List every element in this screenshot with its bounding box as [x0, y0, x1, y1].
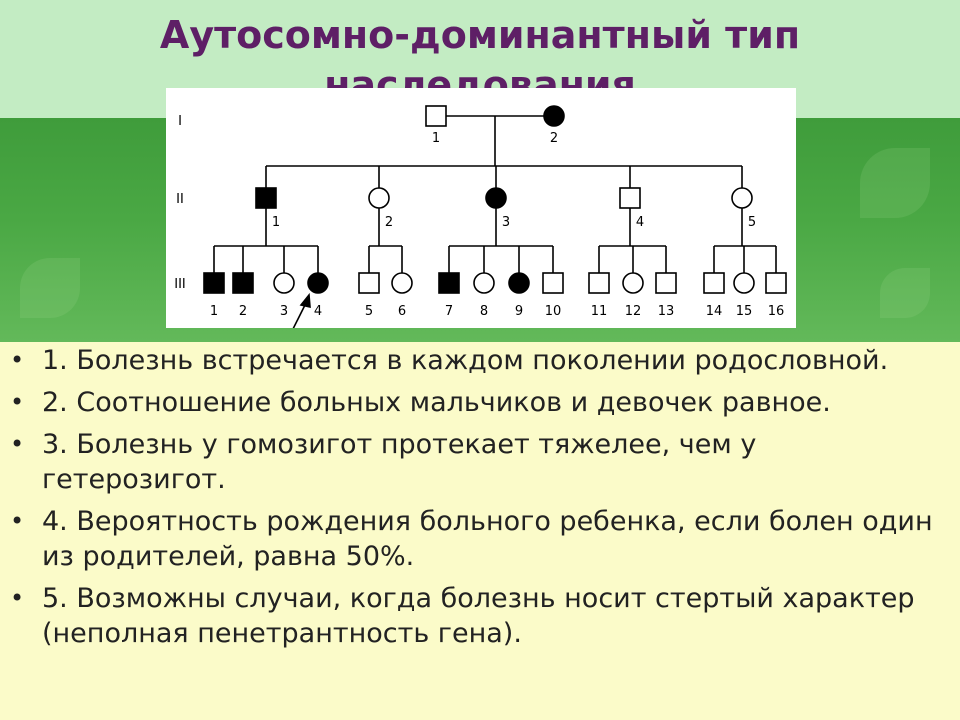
leaf-decor [20, 258, 80, 318]
pedigree-symbol-female-unaffected [731, 187, 753, 209]
pedigree-number: 15 [736, 304, 753, 319]
pedigree-symbol-male-affected [255, 187, 277, 209]
bullet-dot: • [10, 388, 25, 416]
bullet-dot: • [10, 430, 25, 458]
bullet-dot: • [10, 346, 25, 374]
pedigree-symbol-male-unaffected [542, 272, 564, 294]
pedigree-number: 11 [591, 304, 608, 319]
pedigree-number: 2 [385, 215, 393, 230]
bullet-item: • 5. Возможны случаи, когда болезнь носит… [0, 581, 960, 651]
pedigree-number: 10 [545, 304, 562, 319]
pedigree-symbol-male-affected [438, 272, 460, 294]
pedigree-number: 8 [480, 304, 488, 319]
pedigree-symbol-male-unaffected [765, 272, 787, 294]
bullet-text: 3. Болезнь у гомозигот протекает тяжелее… [42, 429, 757, 495]
leaf-decor [880, 268, 930, 318]
generation-label: II [176, 192, 184, 207]
generation-label: III [174, 277, 186, 292]
body-band [0, 342, 960, 720]
pedigree-symbol-male-unaffected [588, 272, 610, 294]
leaf-decor [860, 148, 930, 218]
pedigree-symbol-male-unaffected [655, 272, 677, 294]
pedigree-symbol-male-unaffected [619, 187, 641, 209]
pedigree-symbol-male-unaffected [425, 105, 447, 127]
pedigree-number: 2 [550, 131, 558, 146]
pedigree-symbol-female-affected [508, 272, 530, 294]
bullet-item: • 3. Болезнь у гомозигот протекает тяжеле… [0, 427, 960, 497]
pedigree-number: 6 [398, 304, 406, 319]
proband-arrow-head [299, 292, 311, 309]
pedigree-symbol-female-unaffected [391, 272, 413, 294]
bullet-item: • 2. Соотношение больных мальчиков и дево… [0, 385, 960, 420]
pedigree-symbol-female-affected [485, 187, 507, 209]
pedigree-symbol-female-unaffected [368, 187, 390, 209]
pedigree-symbol-female-affected [307, 272, 329, 294]
pedigree-symbol-male-affected [203, 272, 225, 294]
bullet-list: • 1. Болезнь встречается в каждом поколен… [0, 343, 960, 658]
bullet-text: 5. Возможны случаи, когда болезнь носит … [42, 583, 915, 649]
generation-label: I [178, 114, 182, 129]
pedigree-number: 16 [768, 304, 785, 319]
pedigree-symbol-female-unaffected [473, 272, 495, 294]
pedigree-number: 5 [365, 304, 373, 319]
bullet-text: 4. Вероятность рождения больного ребенка… [42, 506, 933, 572]
pedigree-number: 4 [636, 215, 644, 230]
pedigree-symbol-female-affected [543, 105, 565, 127]
bullet-text: 1. Болезнь встречается в каждом поколени… [42, 345, 889, 376]
pedigree-number: 1 [210, 304, 218, 319]
pedigree-number: 9 [515, 304, 523, 319]
bullet-item: • 4. Вероятность рождения больного ребенк… [0, 504, 960, 574]
pedigree-number: 7 [445, 304, 453, 319]
pedigree-number: 13 [658, 304, 675, 319]
bullet-item: • 1. Болезнь встречается в каждом поколен… [0, 343, 960, 378]
bullet-dot: • [10, 584, 25, 612]
pedigree-number: 12 [625, 304, 642, 319]
bullet-dot: • [10, 507, 25, 535]
pedigree-number: 5 [748, 215, 756, 230]
pedigree-number: 1 [272, 215, 280, 230]
pedigree-symbol-male-unaffected [358, 272, 380, 294]
pedigree-symbol-female-unaffected [622, 272, 644, 294]
pedigree-number: 3 [502, 215, 510, 230]
pedigree-number: 3 [280, 304, 288, 319]
bullet-text: 2. Соотношение больных мальчиков и девоч… [42, 387, 831, 418]
pedigree-symbol-male-unaffected [703, 272, 725, 294]
pedigree-symbol-male-affected [232, 272, 254, 294]
pedigree-symbol-female-unaffected [733, 272, 755, 294]
pedigree-number: 14 [706, 304, 723, 319]
pedigree-number: 1 [432, 131, 440, 146]
pedigree-number: 4 [314, 304, 322, 319]
pedigree-symbol-female-unaffected [273, 272, 295, 294]
pedigree-number: 2 [239, 304, 247, 319]
